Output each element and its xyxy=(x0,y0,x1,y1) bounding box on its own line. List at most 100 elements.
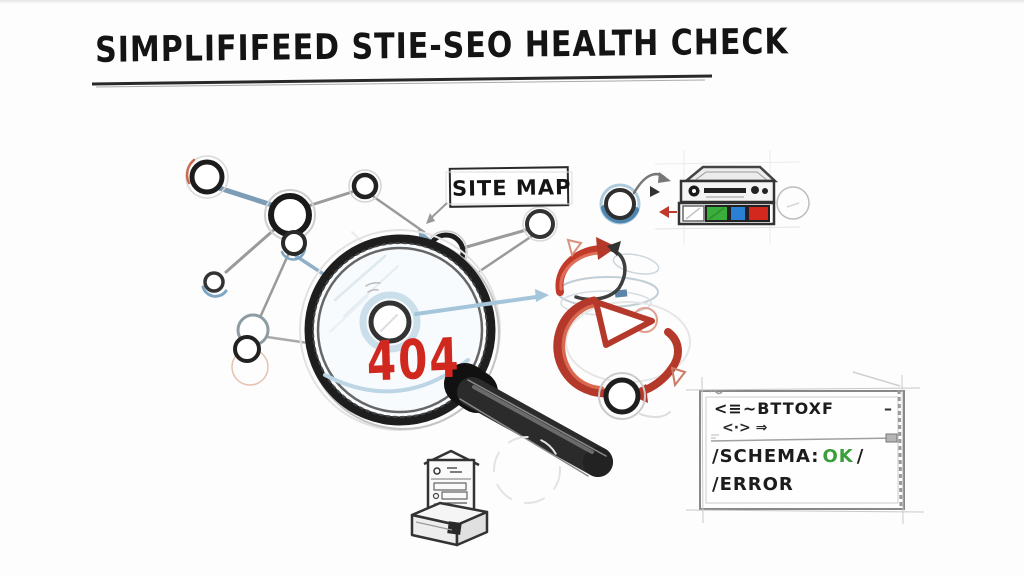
edge xyxy=(306,190,354,208)
sketch-stroke xyxy=(415,521,453,531)
red-arc xyxy=(638,328,682,395)
segment-hatch xyxy=(685,207,701,220)
block-arrowhead-icon xyxy=(593,299,655,348)
site-map-box-sketch xyxy=(445,171,573,205)
node-red-arc xyxy=(185,158,196,185)
code-line-2: <·> ⇒ xyxy=(722,420,768,436)
network-node xyxy=(189,159,225,195)
code-panel-frame xyxy=(699,390,905,510)
site-map-callout xyxy=(426,166,573,224)
arrowhead-icon xyxy=(658,172,671,183)
network-node xyxy=(603,377,641,415)
server-icon xyxy=(650,150,810,245)
handle-cap xyxy=(583,447,613,477)
network-node xyxy=(203,271,225,293)
arrowhead-icon xyxy=(596,237,617,260)
lens-scribble xyxy=(365,282,381,293)
form-marks xyxy=(447,467,462,473)
arrowhead-icon xyxy=(426,213,435,224)
sketch-stroke xyxy=(639,411,671,418)
drive-slot xyxy=(704,188,746,193)
edge xyxy=(461,228,528,250)
network-node-hub xyxy=(268,193,312,237)
node-halo xyxy=(359,291,421,353)
lens-hatch xyxy=(329,295,369,333)
box-slot xyxy=(447,521,462,535)
title-underline-sketch xyxy=(95,79,706,88)
error-status-line: /ERROR xyxy=(712,474,794,495)
edge xyxy=(478,234,534,273)
network-node xyxy=(281,230,307,256)
red-triangle-sketch xyxy=(566,238,583,258)
schema-label: /SCHEMA: xyxy=(712,446,820,467)
lens-hatch xyxy=(333,254,387,302)
status-bar xyxy=(677,201,776,226)
network-node xyxy=(233,335,261,363)
form-bullet xyxy=(433,467,441,475)
edge xyxy=(224,226,278,274)
form-bullet xyxy=(432,492,440,500)
edge xyxy=(256,253,290,324)
schema-status-ok: OK xyxy=(822,446,854,467)
slider-knob xyxy=(885,433,898,443)
node-blue-arc xyxy=(201,285,228,298)
edge xyxy=(216,185,275,208)
status-segment-blue xyxy=(729,205,747,222)
code-line-1-dash: – xyxy=(884,399,892,418)
box-side xyxy=(455,510,489,547)
network-node xyxy=(525,209,555,239)
network-node xyxy=(604,188,636,220)
code-panel-icon xyxy=(685,371,925,525)
red-triangle-sketch xyxy=(670,366,687,388)
red-arrowhead-icon xyxy=(659,206,669,218)
construction-line xyxy=(654,226,801,230)
node-halo xyxy=(598,372,646,420)
loop-ellipse xyxy=(612,253,660,275)
sketch-marks xyxy=(711,434,719,439)
chevron-icon xyxy=(650,186,660,197)
segment-hatch xyxy=(708,207,725,220)
handle-highlight xyxy=(472,385,594,454)
network-node xyxy=(351,172,379,200)
node-blue-arc xyxy=(280,247,307,261)
status-segment-red xyxy=(747,205,770,222)
construction-line xyxy=(701,376,704,524)
rim-sketch xyxy=(299,229,501,431)
construction-line xyxy=(685,387,921,391)
redirect-loop-icon xyxy=(553,237,691,420)
node-hatch xyxy=(380,314,398,332)
node-halo xyxy=(348,169,382,203)
construction-line xyxy=(852,371,901,387)
rim-inner xyxy=(316,246,484,414)
site-map-box xyxy=(448,166,570,208)
code-line-1: <≡~BTTOXF xyxy=(714,399,834,418)
handle-sketch xyxy=(467,379,607,457)
site-map-label: SITE MAP xyxy=(451,175,572,201)
divider-line xyxy=(710,437,896,442)
node-blue-arc xyxy=(601,205,639,224)
arrowhead-icon xyxy=(607,241,621,256)
arrowhead-icon xyxy=(535,289,549,302)
code-panel-inner xyxy=(705,396,899,504)
red-arc-highlight xyxy=(559,251,600,291)
knob-center xyxy=(692,189,696,193)
knob-icon xyxy=(751,186,759,194)
schema-status-line: /SCHEMA:OK/ xyxy=(712,446,864,467)
form-field xyxy=(433,482,467,491)
construction-line xyxy=(685,509,925,513)
construction-line xyxy=(654,161,801,165)
server-lid xyxy=(682,165,779,183)
rim-hatch xyxy=(312,242,488,418)
sketch-squiggle xyxy=(709,389,723,395)
flow-arrow xyxy=(414,295,538,316)
magnifier-handle xyxy=(457,377,613,477)
scroll-hatch xyxy=(897,389,903,510)
edge xyxy=(372,195,426,234)
motion-sketch xyxy=(493,436,561,504)
paper-edge-shading xyxy=(0,0,1024,4)
red-arc xyxy=(553,296,609,398)
title-underline xyxy=(91,74,713,86)
schema-slash: / xyxy=(856,446,865,467)
